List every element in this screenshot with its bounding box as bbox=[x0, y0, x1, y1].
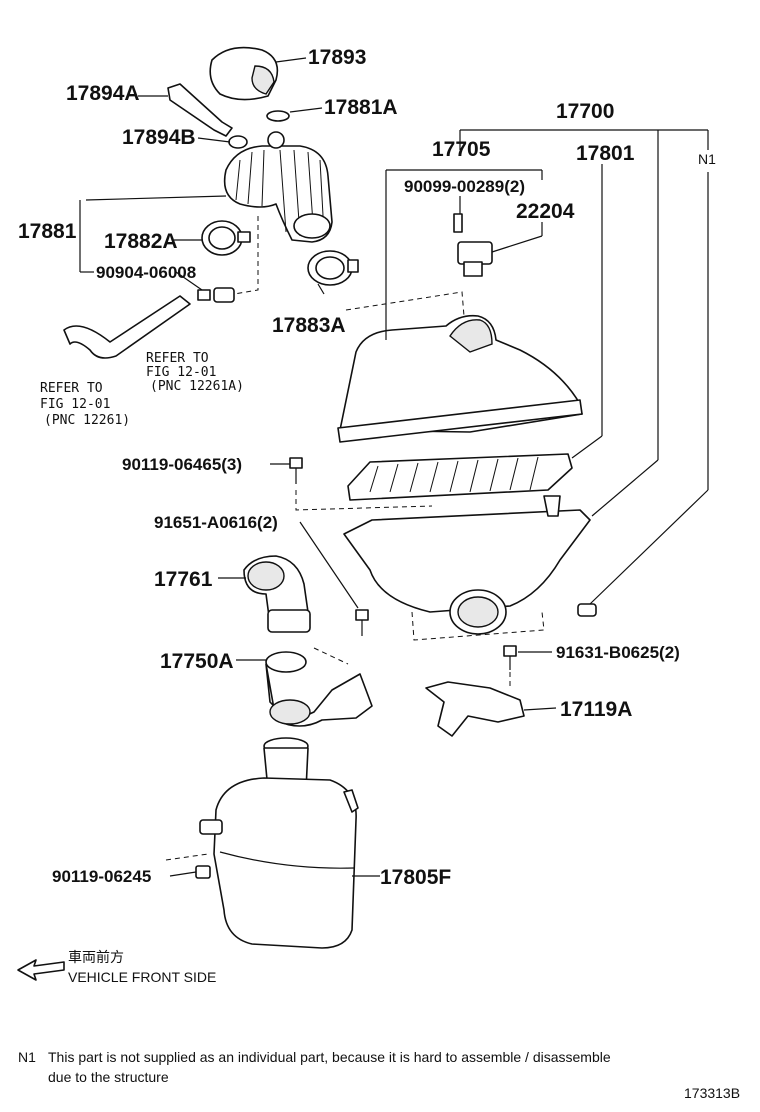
label-17705: 17705 bbox=[432, 138, 491, 161]
vacuum-hose-drawing bbox=[63, 295, 191, 359]
filter-element-17801-drawing bbox=[347, 453, 573, 501]
vehicle-front-en: VEHICLE FRONT SIDE bbox=[68, 969, 216, 985]
label-90904: 90904-06008 bbox=[96, 263, 196, 282]
label-17894a: 17894A bbox=[66, 82, 140, 105]
elbow-17761-drawing bbox=[243, 555, 311, 633]
figure-id: 173313B bbox=[684, 1085, 740, 1101]
vehicle-front-arrow bbox=[17, 959, 65, 981]
airflow-sensor-22204-drawing bbox=[453, 213, 493, 277]
label-17882a: 17882A bbox=[104, 230, 178, 253]
footnote-marker: N1 bbox=[18, 1049, 36, 1065]
ref2-line1: REFER TO bbox=[40, 381, 103, 396]
label-22204: 22204 bbox=[516, 200, 575, 223]
label-17894b: 17894B bbox=[122, 126, 196, 149]
ref2-line2: FIG 12-01 bbox=[40, 397, 110, 412]
footnote-line1: This part is not supplied as an individu… bbox=[48, 1049, 611, 1065]
hose-17894a-drawing bbox=[167, 83, 233, 137]
label-n1: N1 bbox=[698, 151, 716, 167]
leader-lines bbox=[79, 57, 709, 877]
clip-17881a-drawing bbox=[266, 110, 290, 122]
label-90099: 90099-00289(2) bbox=[404, 177, 525, 196]
label-17893: 17893 bbox=[308, 46, 366, 69]
clamp-17894b-drawing bbox=[228, 135, 248, 149]
label-17881a: 17881A bbox=[324, 96, 398, 119]
label-91651: 91651-A0616(2) bbox=[154, 513, 278, 532]
label-17881: 17881 bbox=[18, 220, 77, 243]
label-17883a: 17883A bbox=[272, 314, 346, 337]
label-17801: 17801 bbox=[576, 142, 635, 165]
label-17700: 17700 bbox=[556, 100, 614, 123]
footnote-line2: due to the structure bbox=[48, 1069, 169, 1085]
label-91631: 91631-B0625(2) bbox=[556, 643, 680, 662]
label-90119-06465: 90119-06465(3) bbox=[122, 455, 242, 474]
label-90119-06245: 90119-06245 bbox=[52, 867, 151, 886]
dashed-assembly-lines bbox=[165, 216, 545, 861]
ref1-line3: (PNC 12261A) bbox=[150, 379, 244, 394]
label-17750a: 17750A bbox=[160, 650, 234, 673]
vehicle-front-jp: 車両前方 bbox=[68, 949, 124, 965]
inlet-duct-17750a-drawing bbox=[265, 651, 373, 727]
ref2-line3: (PNC 12261) bbox=[44, 413, 130, 428]
resonator-17805f-drawing bbox=[199, 737, 359, 949]
bolts-drawing bbox=[195, 457, 597, 879]
label-17761: 17761 bbox=[154, 568, 213, 591]
clamp-17882a-drawing bbox=[201, 220, 251, 256]
bracket-17119a-drawing bbox=[425, 681, 525, 737]
resonator-cap-drawing bbox=[209, 46, 279, 101]
intake-hose-17881-drawing bbox=[223, 131, 333, 243]
lower-case-drawing bbox=[343, 495, 591, 635]
label-17119a: 17119A bbox=[560, 698, 632, 721]
fitting-90904-drawing bbox=[197, 287, 235, 303]
clamp-17883a-drawing bbox=[307, 250, 359, 286]
label-17805f: 17805F bbox=[380, 866, 451, 889]
upper-case-17705-drawing bbox=[337, 314, 583, 443]
ref1-line2: FIG 12-01 bbox=[146, 365, 216, 380]
ref1-line1: REFER TO bbox=[146, 351, 209, 366]
